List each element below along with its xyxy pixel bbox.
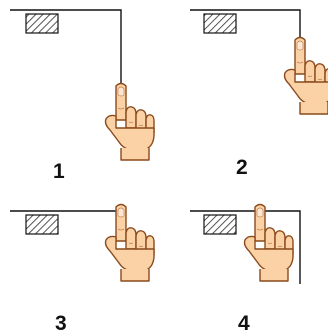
- panel-3-label: 3: [55, 313, 67, 334]
- hatched-rectangle-icon: [26, 215, 58, 234]
- panel-4: [190, 205, 300, 285]
- hatched-rectangle-icon: [26, 14, 58, 33]
- pointing-hand-icon: [106, 84, 155, 161]
- panel-2-label: 2: [236, 157, 248, 178]
- panel-1-label: 1: [53, 161, 65, 182]
- pointing-hand-icon: [106, 205, 155, 282]
- panel-1: [10, 10, 154, 160]
- hatched-rectangle-icon: [204, 14, 236, 33]
- panel-3: [10, 205, 154, 282]
- pointing-hand-icon: [285, 38, 328, 115]
- panel-4-label: 4: [238, 313, 250, 334]
- hatched-rectangle-icon: [204, 215, 236, 234]
- pointing-hand-icon: [245, 205, 294, 282]
- panel-2: [190, 10, 328, 114]
